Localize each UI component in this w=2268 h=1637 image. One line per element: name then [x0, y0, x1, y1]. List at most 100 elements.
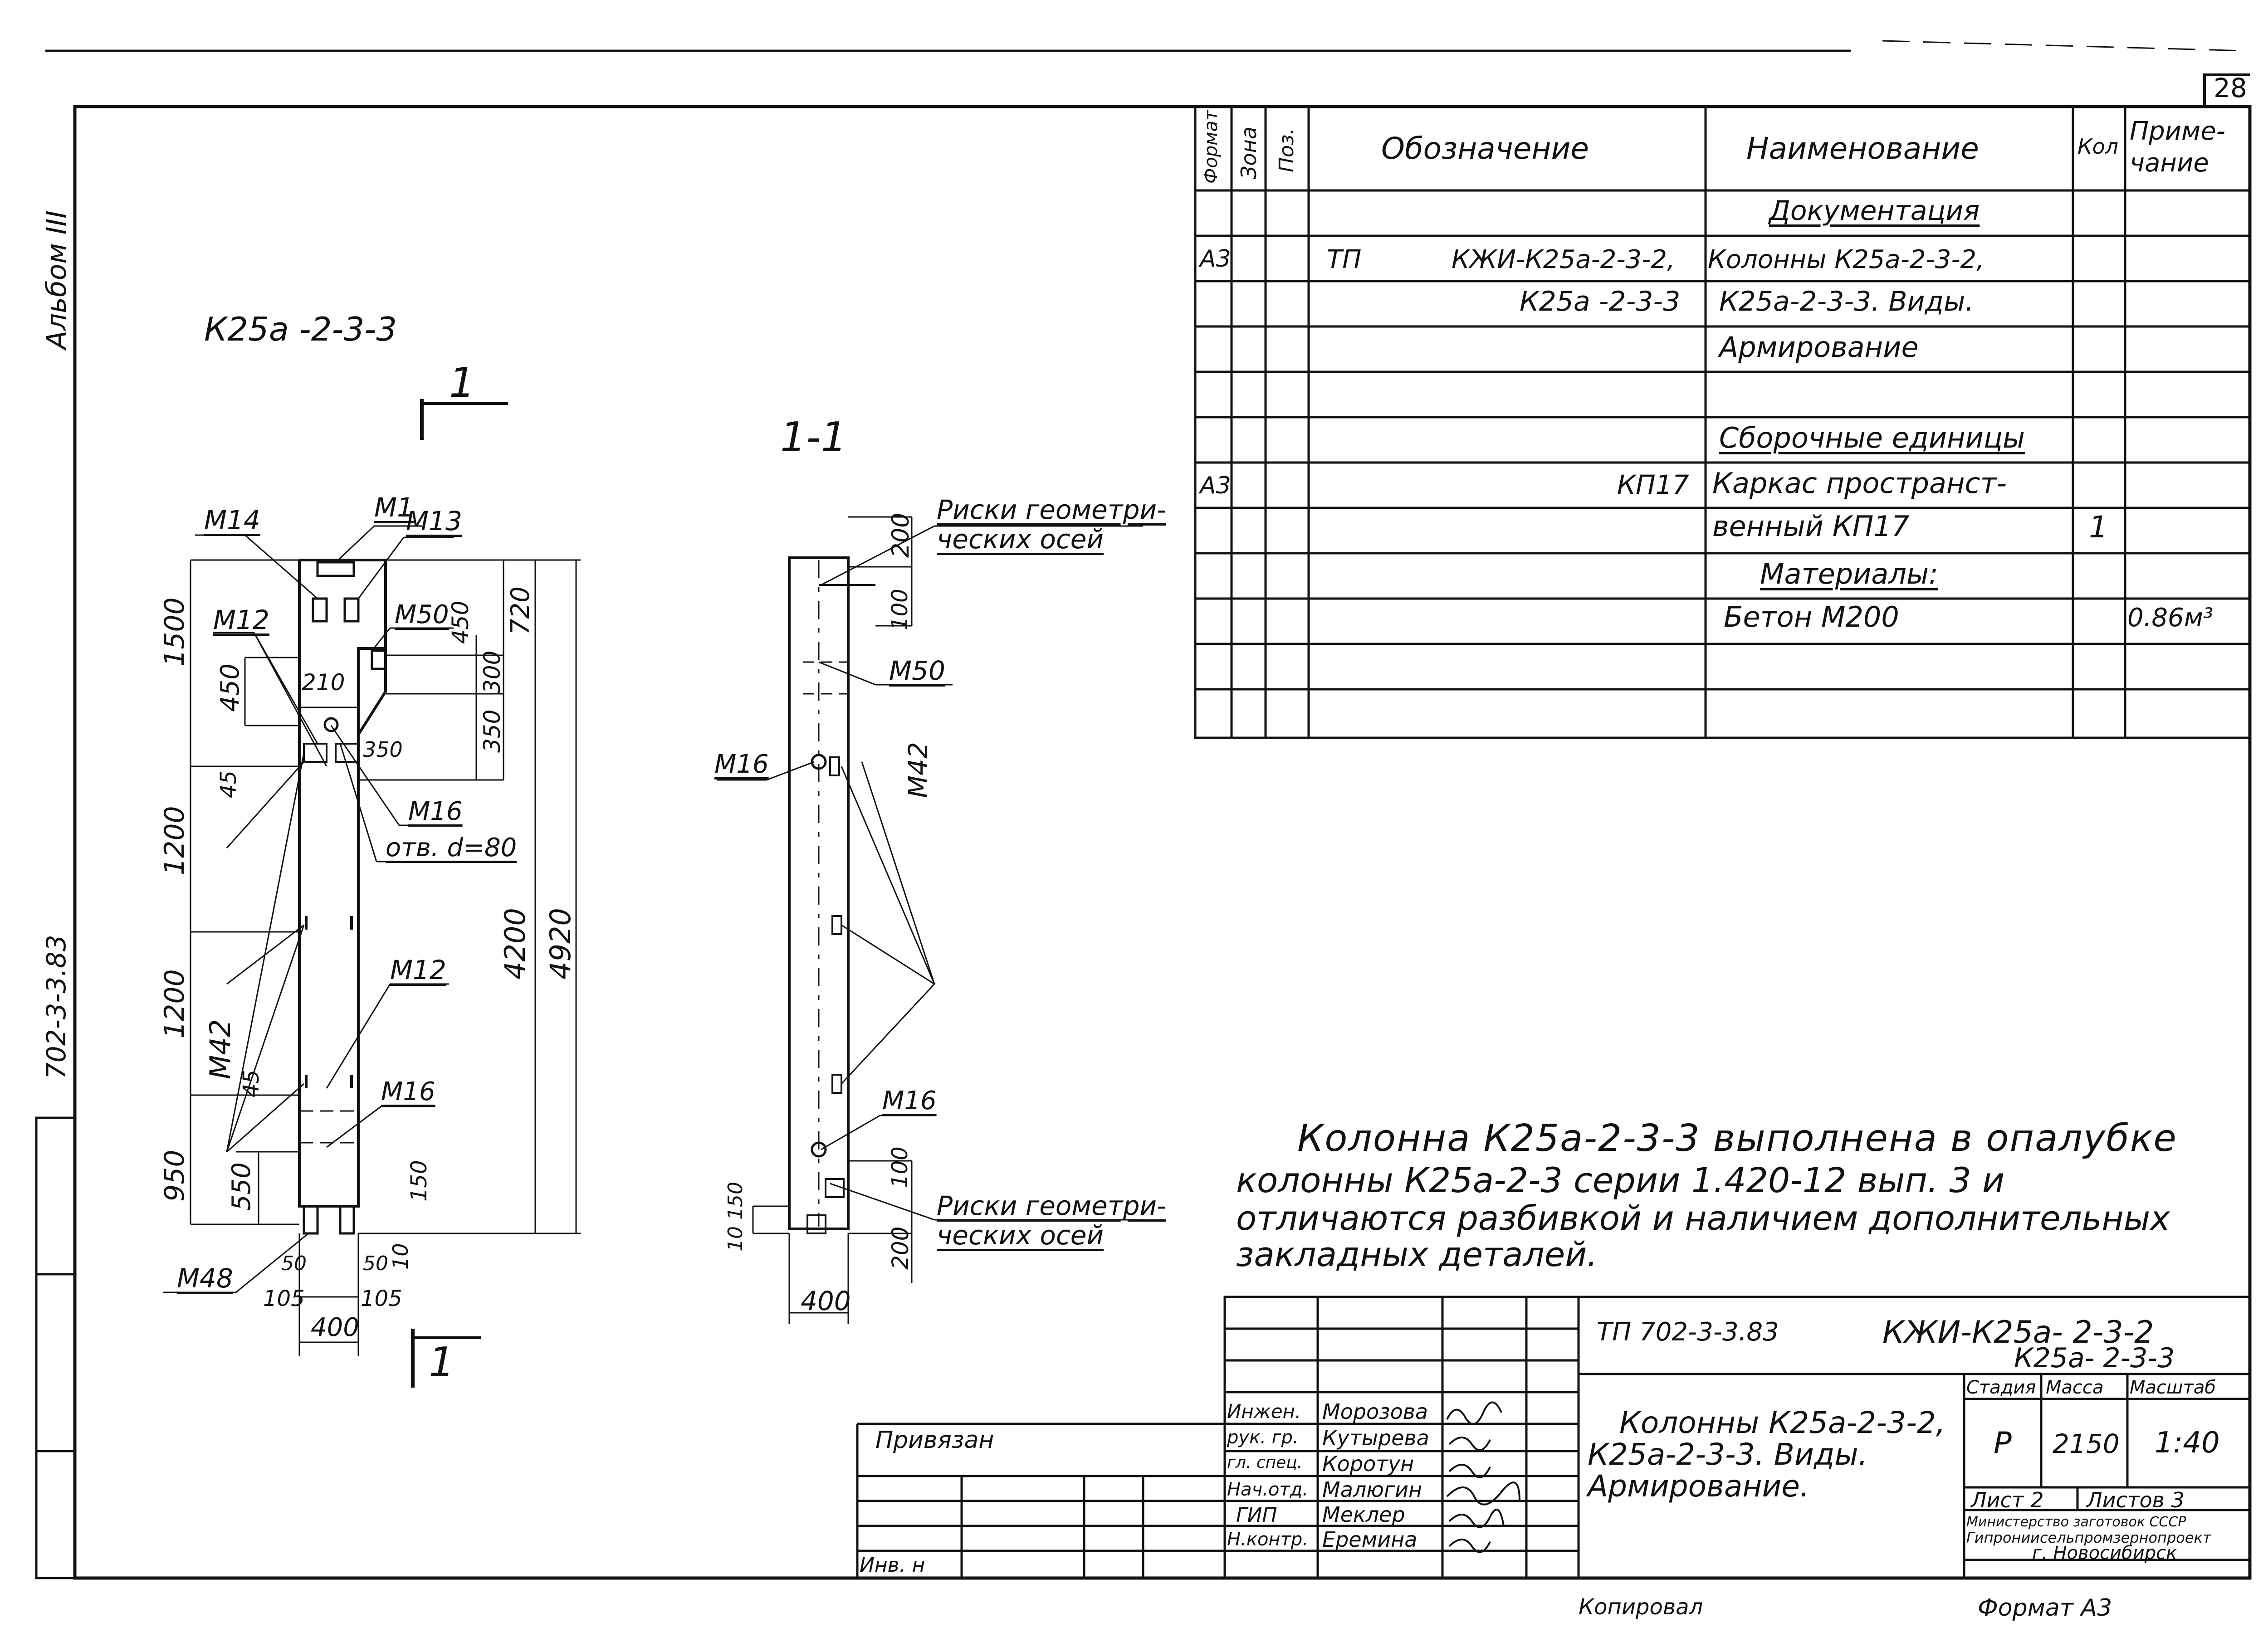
- label-m42-right: М42: [903, 742, 934, 798]
- surname: Еремина: [1322, 1527, 1418, 1552]
- row-name: венный КП17: [1712, 510, 1910, 543]
- tb-stage: Р: [1994, 1426, 2012, 1461]
- row-note: 0.86м³: [2127, 603, 2214, 633]
- dim-400-left: 400: [311, 1313, 359, 1342]
- tb-org-3: г. Новосибирск: [2032, 1543, 2177, 1564]
- dim-350: 350: [363, 737, 403, 762]
- row-name: Колонны К25а-2-3-2,: [1708, 245, 1984, 274]
- row-designation: КЖИ-К25а-2-3-2,: [1452, 245, 1675, 274]
- label-risks-bot-1: Риски геометри-: [937, 1190, 1167, 1221]
- spec-table-grid: [1194, 105, 2251, 739]
- dim-10: 10: [388, 1243, 413, 1270]
- drawing-title: К25а -2-3-3: [204, 310, 397, 348]
- row-designation: КП17: [1617, 469, 1689, 500]
- label-risks-bot-2: ческих осей: [937, 1220, 1104, 1251]
- section-view-title: 1-1: [780, 414, 847, 461]
- header-note: Приме-чание: [2130, 117, 2225, 178]
- label-m16-right: М16: [714, 750, 769, 779]
- row-name: Сборочные единицы: [1719, 421, 2025, 454]
- label-risks-top-2: ческих осей: [937, 524, 1104, 555]
- tb-bound: Привязан: [875, 1427, 994, 1454]
- label-m50-left: М50: [395, 600, 449, 629]
- dim-150-right: 150: [724, 1182, 747, 1220]
- tb-code-2: К25а- 2-3-3: [2014, 1342, 2175, 1374]
- dim-150: 150: [406, 1160, 432, 1202]
- label-m16-lower: М16: [381, 1077, 435, 1106]
- tb-mass-label: Масса: [2046, 1377, 2104, 1398]
- dim-300: 300: [479, 650, 505, 694]
- section-mark-top: 1: [449, 359, 475, 407]
- header-designation: Обозначение: [1381, 131, 1589, 166]
- label-m13: М13: [406, 506, 462, 536]
- role: Н.контр.: [1227, 1529, 1308, 1550]
- label-hole: отв. d=80: [386, 833, 517, 862]
- surname: Морозова: [1322, 1399, 1428, 1424]
- dim-1500: 1500: [159, 597, 191, 667]
- note-line-1: Колонна К25а-2-3-3 выполнена в опалубке: [1297, 1117, 2177, 1160]
- label-m50-right: М50: [889, 655, 945, 686]
- section-mark-bottom: 1: [429, 1339, 455, 1386]
- label-risks-top-1: Риски геометри-: [937, 494, 1167, 525]
- tb-project: ТП 702-3-3.83: [1597, 1317, 1779, 1347]
- dim-105b: 105: [361, 1286, 402, 1311]
- row-format: А3: [1200, 472, 1231, 499]
- surname: Коротун: [1322, 1452, 1414, 1476]
- tb-org-2: Гипрониисельпромзернопроект: [1966, 1529, 2211, 1546]
- dim-4920: 4920: [544, 908, 577, 979]
- dim-200a: 200: [887, 512, 914, 558]
- dim-950: 950: [159, 1150, 191, 1202]
- title-block-grid: [856, 1296, 2251, 1579]
- tb-inv: Инв. н: [860, 1554, 925, 1577]
- header-zone: Зона: [1237, 127, 1261, 179]
- dim-100a: 100: [887, 589, 913, 630]
- tb-title-2: К25а-2-3-3. Виды.: [1588, 1437, 1868, 1472]
- label-m16-right-low: М16: [882, 1086, 937, 1116]
- side-code: 702-3-3.83: [41, 935, 72, 1079]
- dim-400-right: 400: [801, 1286, 851, 1316]
- note-line-3: отличаются разбивкой и наличием дополнит…: [1236, 1199, 2170, 1238]
- dim-4200: 4200: [499, 908, 532, 979]
- label-m48: М48: [177, 1263, 233, 1294]
- dim-450b: 450: [447, 600, 474, 644]
- dim-1200a: 1200: [159, 806, 191, 875]
- row-name: Бетон М200: [1724, 600, 1899, 633]
- role: ГИП: [1236, 1504, 1277, 1527]
- role: Нач.отд.: [1227, 1479, 1309, 1500]
- label-m42-left: М42: [204, 1019, 237, 1079]
- section-view: [717, 516, 1143, 1324]
- dim-10-right: 10: [724, 1226, 747, 1252]
- dim-105a: 105: [263, 1286, 305, 1311]
- dim-720: 720: [506, 586, 535, 635]
- signature-marks: [1446, 1401, 1520, 1553]
- role: гл. спец.: [1227, 1453, 1303, 1472]
- label-m1: М1: [374, 492, 414, 523]
- row-name: Документация: [1769, 195, 1980, 227]
- surname: Меклер: [1322, 1502, 1405, 1527]
- row-name: Материалы:: [1760, 557, 1938, 590]
- row-designation: К25а -2-3-3: [1520, 286, 1681, 317]
- tb-scale: 1:40: [2155, 1426, 2220, 1460]
- role: рук. гр.: [1227, 1427, 1299, 1448]
- dim-100b: 100: [887, 1146, 913, 1188]
- label-m12-mid: М12: [390, 955, 446, 985]
- tb-title-1: Колонны К25а-2-3-2,: [1619, 1405, 1945, 1440]
- tb-title-3: Армирование.: [1588, 1469, 1809, 1504]
- row-name: Каркас пространст-: [1712, 467, 2007, 500]
- role: Инжен.: [1227, 1400, 1301, 1423]
- row-pos: ТП: [1327, 245, 1362, 274]
- label-m16-left: М16: [408, 797, 463, 826]
- sheet-number: 28: [2214, 73, 2247, 103]
- label-m12-top: М12: [213, 604, 269, 635]
- row-name: К25а-2-3-3. Виды.: [1719, 286, 1974, 317]
- header-qty: Кол: [2077, 134, 2119, 159]
- dim-350b: 350: [479, 709, 505, 753]
- surname: Кутырева: [1322, 1426, 1429, 1450]
- column-elevation: [163, 399, 581, 1388]
- dim-45b: 45: [239, 1069, 264, 1097]
- tb-format: Формат А3: [1978, 1594, 2112, 1622]
- tb-copied: Копировал: [1579, 1594, 1703, 1620]
- tb-mass: 2150: [2053, 1428, 2120, 1459]
- row-name: Армирование: [1719, 331, 1919, 364]
- label-m14: М14: [204, 505, 260, 536]
